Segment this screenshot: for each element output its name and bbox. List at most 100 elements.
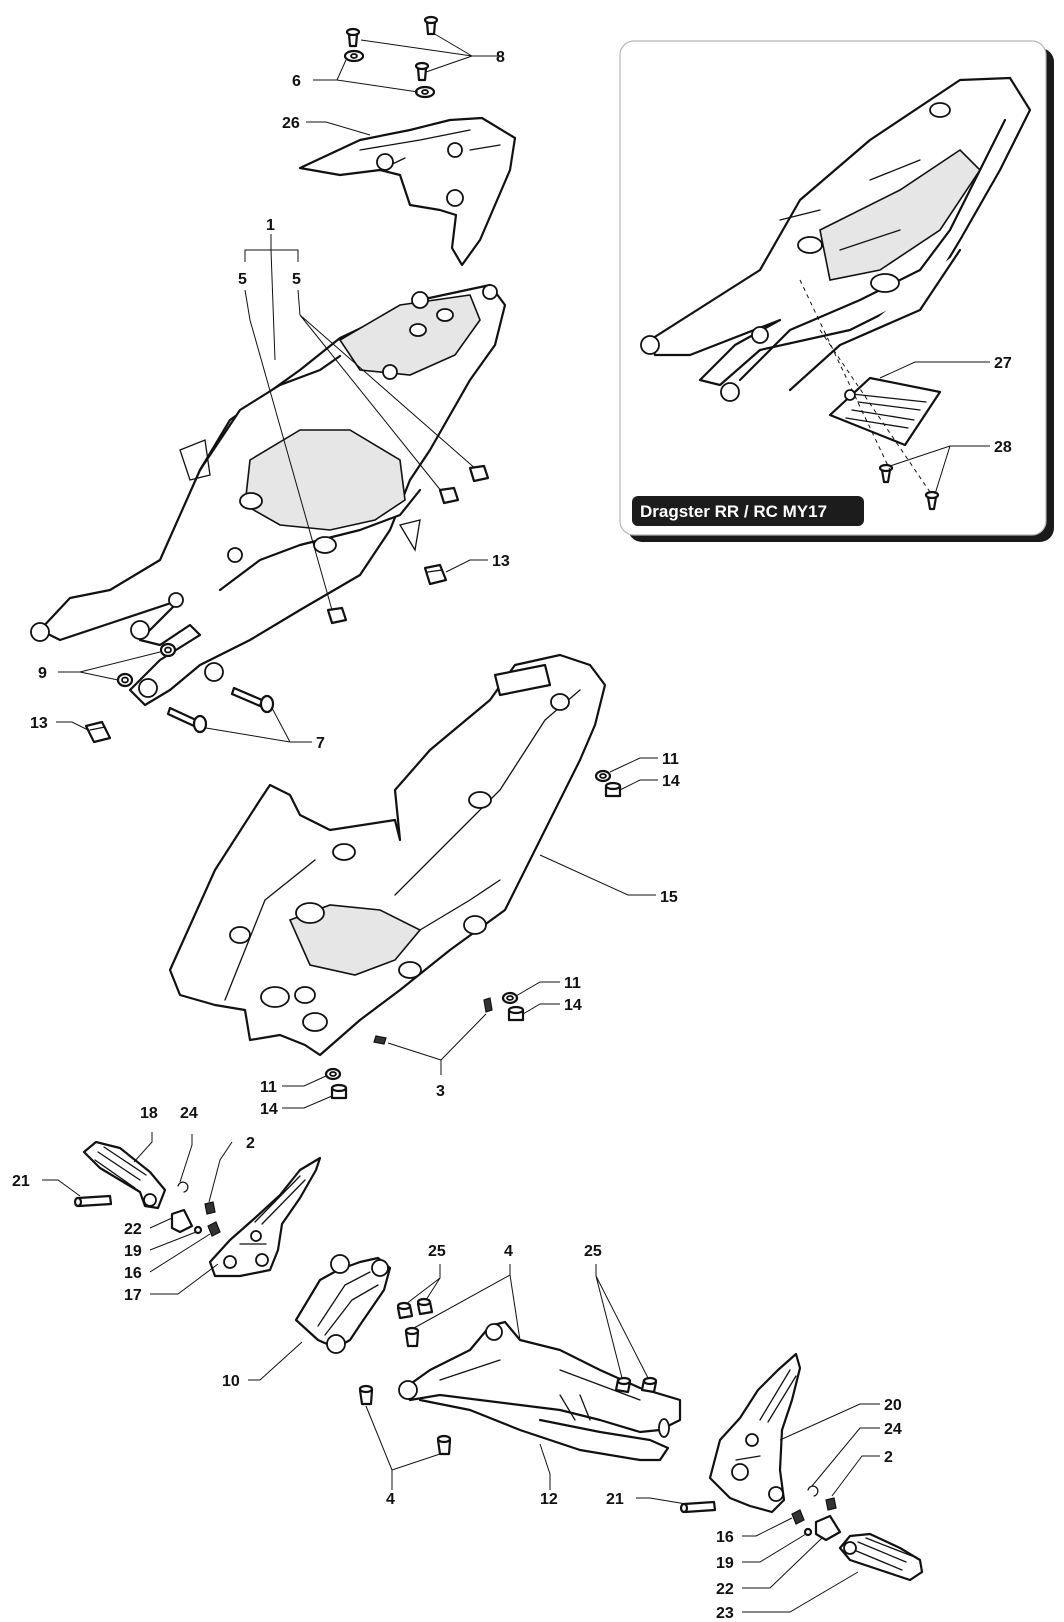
callout-14-lower: 14 xyxy=(260,1095,333,1118)
callout-21-left: 21 xyxy=(12,1173,81,1197)
callout-2-right: 2 xyxy=(831,1449,893,1497)
svg-text:19: 19 xyxy=(124,1243,142,1260)
svg-text:13: 13 xyxy=(492,553,510,570)
svg-text:2: 2 xyxy=(246,1135,255,1152)
callout-13-right: 13 xyxy=(445,553,510,573)
svg-text:2: 2 xyxy=(884,1449,893,1466)
screw-25-a xyxy=(396,1301,414,1320)
screw-8-a xyxy=(345,27,361,48)
washer-11-c xyxy=(324,1067,342,1081)
svg-text:11: 11 xyxy=(662,751,679,768)
callout-14-middle: 14 xyxy=(522,997,582,1015)
footpeg-18 xyxy=(82,1140,167,1210)
callout-2-left: 2 xyxy=(208,1135,255,1203)
ball-19-left xyxy=(193,1225,203,1235)
svg-text:28: 28 xyxy=(994,439,1012,456)
rear-subframe-1 xyxy=(30,283,507,707)
callout-27: 27 xyxy=(879,355,1012,379)
screw-3-a xyxy=(483,997,493,1013)
callout-18: 18 xyxy=(133,1105,158,1163)
variant-badge: Dragster RR / RC MY17 xyxy=(632,496,864,526)
svg-text:6: 6 xyxy=(292,73,301,90)
callout-5-left: 5 xyxy=(238,271,333,611)
screw-25-b xyxy=(416,1297,434,1316)
variant-label: Dragster RR / RC MY17 xyxy=(640,502,827,521)
clip-nut-5-a xyxy=(468,464,490,483)
callout-11-lower: 11 xyxy=(260,1075,327,1096)
svg-text:1: 1 xyxy=(266,217,275,234)
washer-9-a xyxy=(159,642,177,658)
callout-17: 17 xyxy=(124,1263,219,1304)
clip-nut-13-a xyxy=(423,563,448,586)
nut-14-b xyxy=(507,1005,525,1022)
svg-text:11: 11 xyxy=(260,1079,277,1096)
screw-2-right xyxy=(825,1497,837,1511)
callout-11-middle: 11 xyxy=(515,975,581,997)
svg-text:10: 10 xyxy=(222,1373,240,1390)
svg-text:22: 22 xyxy=(124,1221,142,1238)
callout-20: 20 xyxy=(779,1397,902,1441)
svg-text:17: 17 xyxy=(124,1287,142,1304)
clip-nut-5-b xyxy=(438,486,460,505)
callout-26: 26 xyxy=(282,115,371,136)
detent-22-left xyxy=(170,1208,194,1234)
pin-21-right xyxy=(679,1500,717,1514)
callout-19-right: 19 xyxy=(716,1533,807,1572)
callout-5-right: 5 xyxy=(292,271,478,493)
callout-24-left: 24 xyxy=(179,1105,198,1183)
callout-21-right: 21 xyxy=(606,1491,687,1508)
callout-16-right: 16 xyxy=(716,1517,793,1546)
washer-11-b xyxy=(501,991,519,1005)
spring-16-left xyxy=(207,1221,221,1237)
bolt-7-b xyxy=(230,686,275,714)
svg-text:26: 26 xyxy=(282,115,300,132)
svg-text:3: 3 xyxy=(436,1083,445,1100)
callout-12: 12 xyxy=(539,1443,558,1508)
svg-text:16: 16 xyxy=(124,1265,142,1282)
svg-text:23: 23 xyxy=(716,1605,734,1622)
screw-25-d xyxy=(640,1376,658,1394)
washer-6-b xyxy=(414,85,436,99)
washer-6-a xyxy=(343,49,365,63)
callout-11-upper: 11 xyxy=(609,751,679,773)
svg-text:15: 15 xyxy=(660,889,678,906)
nut-14-a xyxy=(604,781,622,798)
callout-28: 28 xyxy=(889,439,1012,495)
footpeg-23 xyxy=(838,1532,924,1582)
inset-rear-subframe xyxy=(640,76,1032,402)
clip-24-right xyxy=(807,1485,819,1497)
callout-25-right: 25 xyxy=(584,1243,649,1379)
svg-text:14: 14 xyxy=(662,773,680,790)
callout-19-left: 19 xyxy=(124,1231,197,1260)
callout-23: 23 xyxy=(716,1571,859,1622)
svg-text:9: 9 xyxy=(38,665,47,682)
svg-text:21: 21 xyxy=(12,1173,30,1190)
callout-15: 15 xyxy=(539,854,678,906)
svg-text:11: 11 xyxy=(564,975,581,992)
svg-text:5: 5 xyxy=(292,271,301,288)
svg-text:25: 25 xyxy=(584,1243,602,1260)
svg-text:20: 20 xyxy=(884,1397,902,1414)
callout-14-upper: 14 xyxy=(619,773,680,791)
svg-text:22: 22 xyxy=(716,1581,734,1598)
callout-25-left: 25 xyxy=(405,1243,446,1305)
screw-2-left xyxy=(204,1201,216,1215)
bolt-7-a xyxy=(166,706,208,734)
ball-19-right xyxy=(803,1527,813,1537)
screw-8-c xyxy=(414,61,430,82)
detent-22-right xyxy=(814,1514,842,1542)
callout-24-right: 24 xyxy=(811,1421,902,1487)
callout-1: 1 xyxy=(244,217,299,361)
undertray-15 xyxy=(168,653,607,1057)
callout-6: 6 xyxy=(292,59,419,93)
footpeg-bracket-17 xyxy=(208,1156,322,1278)
clip-nut-5-c xyxy=(326,606,348,625)
svg-text:4: 4 xyxy=(504,1243,513,1260)
svg-text:5: 5 xyxy=(238,271,247,288)
callout-3: 3 xyxy=(387,1013,487,1100)
callout-8: 8 xyxy=(360,32,505,73)
screw-8-b xyxy=(423,15,439,36)
svg-text:16: 16 xyxy=(716,1529,734,1546)
callout-22-right: 22 xyxy=(716,1537,823,1598)
svg-text:27: 27 xyxy=(994,355,1012,372)
